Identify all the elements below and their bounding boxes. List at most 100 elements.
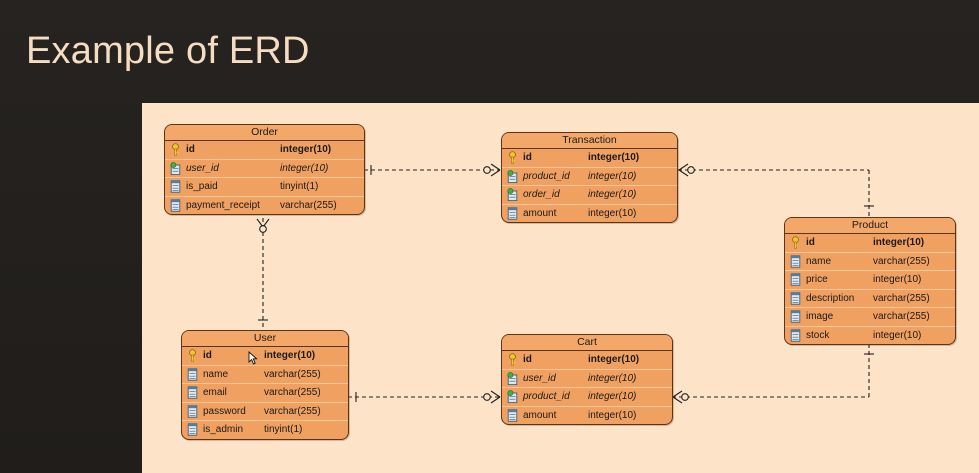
column-type: varchar(255) bbox=[873, 311, 930, 322]
column-icon bbox=[790, 273, 801, 286]
column-name: password bbox=[203, 405, 246, 417]
column-row[interactable]: price integer(10) bbox=[785, 271, 955, 290]
column-row[interactable]: email varchar(255) bbox=[182, 384, 348, 403]
column-icon bbox=[187, 367, 198, 381]
column-type: varchar(255) bbox=[264, 405, 321, 417]
column-name: product_id bbox=[523, 391, 570, 402]
column-row[interactable]: stock integer(10) bbox=[785, 327, 955, 345]
column-name: price bbox=[806, 274, 828, 285]
column-row[interactable]: image varchar(255) bbox=[785, 308, 955, 327]
slide-title: Example of ERD bbox=[26, 30, 310, 72]
column-name: id bbox=[806, 237, 815, 248]
column-icon bbox=[170, 180, 181, 193]
column-name: id bbox=[186, 144, 195, 155]
column-name: is_admin bbox=[203, 424, 244, 435]
column-name: id bbox=[203, 350, 212, 361]
column-name: is_paid bbox=[186, 181, 218, 192]
column-type: varchar(255) bbox=[280, 199, 337, 211]
entity-name: Transaction bbox=[502, 133, 677, 149]
column-row[interactable]: product_id integer(10) bbox=[502, 168, 677, 186]
many-marker bbox=[490, 163, 501, 171]
key-icon bbox=[189, 349, 196, 362]
column-name: stock bbox=[806, 329, 830, 341]
column-name: order_id bbox=[523, 189, 560, 200]
column-name: amount bbox=[523, 207, 557, 219]
key-icon bbox=[792, 236, 799, 249]
column-type: tinyint(1) bbox=[280, 181, 319, 192]
column-icon bbox=[790, 310, 801, 323]
mouse-cursor-icon bbox=[248, 351, 258, 365]
column-type: integer(10) bbox=[588, 372, 637, 384]
column-row[interactable]: id integer(10) bbox=[165, 141, 364, 160]
column-type: integer(10) bbox=[588, 152, 640, 163]
foreign-key-icon bbox=[170, 161, 181, 175]
column-icon bbox=[170, 198, 181, 212]
column-icon bbox=[187, 386, 198, 399]
foreign-key-icon bbox=[507, 371, 518, 385]
column-name: email bbox=[203, 387, 227, 398]
column-row[interactable]: is_admin tinyint(1) bbox=[182, 421, 348, 439]
entity-order[interactable]: Order id integer(10) user_id integer(10) is_p… bbox=[164, 124, 365, 215]
column-row[interactable]: amount integer(10) bbox=[502, 205, 677, 223]
key-icon bbox=[509, 151, 516, 164]
column-type: integer(10) bbox=[280, 162, 329, 174]
column-row[interactable]: user_id integer(10) bbox=[502, 370, 672, 388]
column-row[interactable]: user_id integer(10) bbox=[165, 160, 364, 178]
foreign-key-icon bbox=[507, 390, 518, 403]
column-icon bbox=[790, 291, 801, 305]
column-type: integer(10) bbox=[588, 391, 637, 402]
foreign-key-icon bbox=[507, 169, 518, 183]
entity-name: Cart bbox=[502, 335, 672, 351]
column-icon bbox=[790, 254, 801, 268]
optional-marker bbox=[483, 166, 491, 174]
column-row[interactable]: payment_receipt varchar(255) bbox=[165, 197, 364, 215]
column-name: user_id bbox=[523, 372, 556, 384]
column-name: id bbox=[523, 152, 532, 163]
key-icon bbox=[172, 143, 179, 156]
column-icon bbox=[187, 423, 198, 436]
column-row[interactable]: password varchar(255) bbox=[182, 403, 348, 421]
column-name: image bbox=[806, 311, 834, 322]
column-type: integer(10) bbox=[588, 189, 637, 200]
column-type: varchar(255) bbox=[264, 387, 321, 398]
column-type: tinyint(1) bbox=[264, 424, 303, 435]
column-type: integer(10) bbox=[873, 274, 922, 285]
column-row[interactable]: id integer(10) bbox=[182, 347, 348, 366]
column-row[interactable]: id integer(10) bbox=[502, 149, 677, 168]
foreign-key-icon bbox=[507, 188, 518, 201]
column-type: varchar(255) bbox=[873, 292, 930, 304]
column-name: amount bbox=[523, 409, 557, 421]
column-row[interactable]: is_paid tinyint(1) bbox=[165, 178, 364, 197]
column-row[interactable]: amount integer(10) bbox=[502, 407, 672, 425]
column-name: product_id bbox=[523, 170, 570, 182]
entity-name: Order bbox=[165, 125, 364, 141]
key-icon bbox=[509, 353, 516, 366]
relationship-lines bbox=[256, 163, 874, 404]
column-icon bbox=[507, 408, 518, 422]
column-type: integer(10) bbox=[280, 144, 332, 155]
column-icon bbox=[790, 328, 801, 342]
column-name: user_id bbox=[186, 162, 219, 174]
column-type: integer(10) bbox=[873, 329, 922, 341]
column-row[interactable]: order_id integer(10) bbox=[502, 186, 677, 205]
column-type: varchar(255) bbox=[873, 255, 930, 267]
column-row[interactable]: product_id integer(10) bbox=[502, 388, 672, 407]
column-name: name bbox=[203, 368, 229, 380]
column-type: integer(10) bbox=[264, 350, 316, 361]
column-name: payment_receipt bbox=[186, 199, 260, 211]
column-type: integer(10) bbox=[588, 409, 637, 421]
column-icon bbox=[507, 206, 518, 220]
column-type: integer(10) bbox=[588, 170, 637, 182]
column-type: integer(10) bbox=[588, 207, 637, 219]
entity-name: Product bbox=[785, 218, 955, 234]
